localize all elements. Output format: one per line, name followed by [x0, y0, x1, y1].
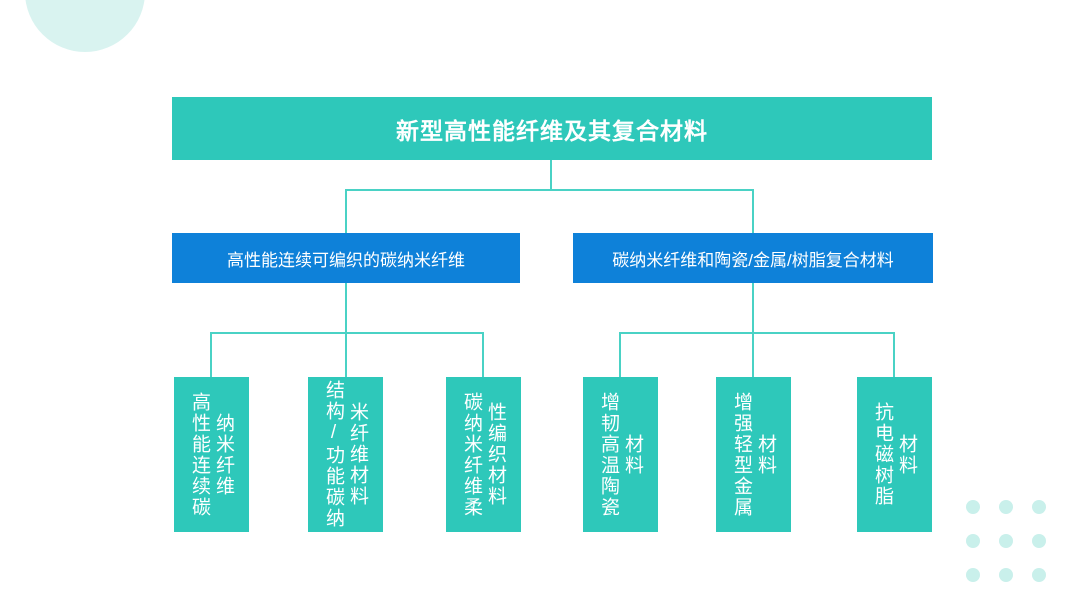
- connector-right-branch-stem: [752, 283, 754, 377]
- connector-left-branch-stem: [345, 283, 347, 377]
- connector-level1-horizontal: [345, 189, 754, 191]
- leaf6-label-col2: 材料: [896, 433, 917, 476]
- decorative-dot: [1032, 534, 1046, 548]
- decorative-dot: [999, 534, 1013, 548]
- branch-node-left: 高性能连续可编织的碳纳米纤维: [172, 233, 520, 283]
- decorative-dot: [999, 500, 1013, 514]
- leaf-node-4: 增韧高温陶瓷 材料: [583, 377, 658, 532]
- leaf1-label-col2: 纳米纤维: [213, 412, 234, 497]
- branch-node-right: 碳纳米纤维和陶瓷/金属/树脂复合材料: [573, 233, 933, 283]
- leaf-node-6: 抗电磁树脂 材料: [857, 377, 932, 532]
- leaf1-label-col1: 高性能连续碳: [189, 391, 210, 518]
- connector-leaf3-drop: [482, 332, 484, 377]
- connector-leaf4-drop: [619, 332, 621, 377]
- leaf-node-5: 增强轻型金属 材料: [716, 377, 791, 532]
- connector-left-horizontal: [210, 332, 484, 334]
- leaf5-label-col1: 增强轻型金属: [731, 391, 752, 518]
- leaf4-label-col1: 增韧高温陶瓷: [598, 391, 619, 518]
- connector-leaf1-drop: [210, 332, 212, 377]
- connector-right-horizontal: [619, 332, 895, 334]
- decorative-circle: [25, 0, 145, 52]
- connector-leaf6-drop: [893, 332, 895, 377]
- leaf6-label-col1: 抗电磁树脂: [872, 402, 893, 507]
- decorative-dot: [1032, 568, 1046, 582]
- root-node: 新型高性能纤维及其复合材料: [172, 97, 932, 160]
- leaf2-label-col1: 结构/功能碳纳: [323, 380, 344, 529]
- leaf3-label-col2: 性编织材料: [485, 402, 506, 507]
- decorative-dot: [966, 500, 980, 514]
- connector-root-stem: [550, 160, 552, 189]
- decorative-dot: [999, 568, 1013, 582]
- connector-branch-right-drop: [752, 189, 754, 233]
- branch-left-label: 高性能连续可编织的碳纳米纤维: [227, 250, 465, 270]
- connector-branch-left-drop: [345, 189, 347, 233]
- leaf2-label-col2: 米纤维材料: [347, 402, 368, 507]
- decorative-dot: [966, 534, 980, 548]
- branch-right-label: 碳纳米纤维和陶瓷/金属/树脂复合材料: [612, 250, 894, 270]
- root-node-label: 新型高性能纤维及其复合材料: [396, 117, 708, 144]
- leaf4-label-col2: 材料: [622, 433, 643, 476]
- decorative-dot: [1032, 500, 1046, 514]
- leaf-node-1: 高性能连续碳 纳米纤维: [174, 377, 249, 532]
- decorative-dot: [966, 568, 980, 582]
- leaf-node-2: 结构/功能碳纳 米纤维材料: [308, 377, 383, 532]
- leaf5-label-col2: 材料: [755, 433, 776, 476]
- decorative-dot-grid: [966, 500, 1046, 582]
- leaf3-label-col1: 碳纳米纤维柔: [461, 391, 482, 518]
- leaf-node-3: 碳纳米纤维柔 性编织材料: [446, 377, 521, 532]
